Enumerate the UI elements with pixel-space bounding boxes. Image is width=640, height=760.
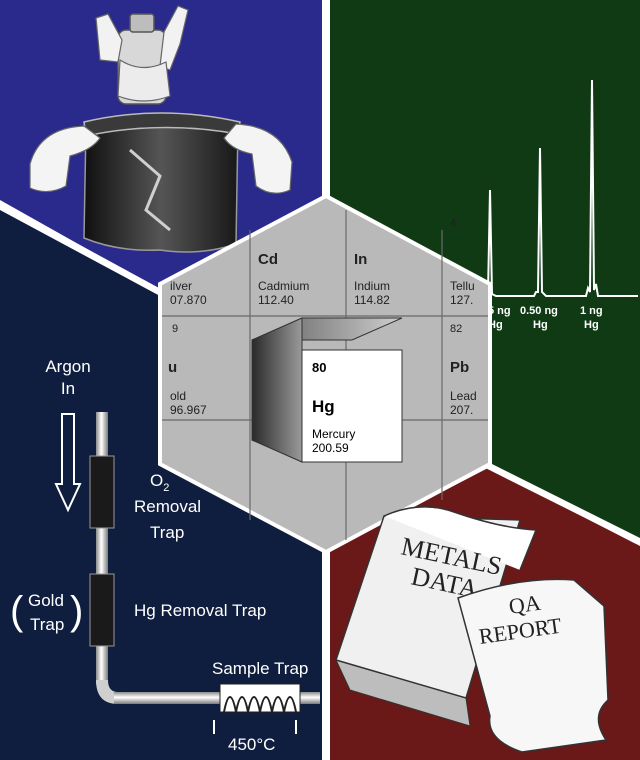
gold-paren-left: ( bbox=[10, 589, 24, 633]
metals-paper-curl bbox=[383, 506, 538, 571]
hg-removal-trap-label: Hg Removal Trap bbox=[134, 601, 266, 620]
left-hand bbox=[29, 125, 101, 193]
element-cell-partial-pb: 82 Pb Lead 207. bbox=[450, 323, 477, 417]
element-pb-name: Lead bbox=[450, 389, 477, 403]
separator-left bbox=[0, 202, 164, 296]
mercury-cube: 80 Hg Mercury 200.59 bbox=[251, 317, 403, 463]
periodic-table-hexagon: Cd Cadmium 112.40 In Indium 114.82 ilver… bbox=[158, 193, 492, 555]
chromatogram-trace bbox=[478, 79, 638, 297]
sample-trap-coil bbox=[219, 683, 301, 713]
gold-paren-right: ) bbox=[70, 589, 83, 633]
element-cd-symbol: Cd bbox=[258, 251, 278, 268]
element-pb-symbol: Pb bbox=[450, 359, 469, 376]
bag-body bbox=[83, 123, 239, 253]
bottom-left-panel-bg bbox=[0, 210, 322, 760]
o2-trap-label: Trap bbox=[150, 523, 184, 542]
hg-mass: 200.59 bbox=[312, 441, 349, 455]
element-cd-name: Cadmium bbox=[258, 279, 309, 293]
cube-front-face bbox=[301, 349, 403, 463]
trap-apparatus: Argon In O2 Removal Trap ( Gold Trap ) H… bbox=[10, 357, 320, 754]
element-au-name: old bbox=[170, 389, 186, 403]
element-cell-partial-te: 4 Tellu 127. bbox=[450, 217, 475, 307]
peak-label-2-element: Hg bbox=[533, 319, 548, 331]
element-cell-in: In Indium 114.82 bbox=[354, 251, 390, 307]
gold-label: Gold bbox=[28, 591, 64, 610]
element-au-symbol: u bbox=[168, 359, 177, 376]
element-ag-name: ilver bbox=[170, 279, 192, 293]
pipe-elbow bbox=[96, 680, 118, 704]
element-au-number: 9 bbox=[172, 323, 178, 335]
element-cell-cd: Cd Cadmium 112.40 bbox=[258, 251, 309, 307]
right-hand bbox=[223, 123, 293, 194]
temperature-bracket bbox=[213, 720, 297, 734]
element-in-symbol: In bbox=[354, 251, 367, 268]
top-hand bbox=[95, 13, 123, 63]
top-right-panel bbox=[330, 0, 640, 538]
bottle-cap bbox=[129, 13, 155, 33]
argon-in-label: In bbox=[61, 379, 75, 398]
hg-removal-trap-body bbox=[89, 573, 115, 647]
temperature-label: 450°C bbox=[228, 735, 275, 754]
peak-label-3-element: Hg bbox=[584, 319, 599, 331]
argon-arrow bbox=[54, 413, 82, 513]
element-au-mass: 96.967 bbox=[170, 403, 207, 417]
sample-bag-illustration bbox=[29, 5, 293, 253]
element-cell-partial-au: 9 u old 96.967 bbox=[168, 323, 207, 417]
peak-label-2: 0.50 ng Hg bbox=[520, 305, 558, 331]
qa-sheet bbox=[457, 578, 609, 753]
o2-removal-label: Removal bbox=[134, 497, 201, 516]
gold-trap-label: Trap bbox=[30, 615, 64, 634]
hg-atomic-number: 80 bbox=[312, 360, 326, 375]
qa-report-sheet: QA REPORT bbox=[457, 578, 609, 753]
o2-removal-trap-body bbox=[89, 455, 115, 529]
element-pb-mass: 207. bbox=[450, 403, 473, 417]
peak-label-3-amount: 1 ng bbox=[580, 305, 603, 317]
peak-label-1-amount: 5 ng bbox=[488, 305, 511, 317]
separator-right bbox=[486, 463, 640, 545]
qa-title: QA bbox=[507, 590, 542, 619]
element-te-number: 4 bbox=[450, 217, 456, 229]
element-in-mass: 114.82 bbox=[354, 293, 390, 307]
bag-highlight bbox=[129, 148, 171, 232]
bottom-left-panel bbox=[0, 210, 322, 760]
element-in-name: Indium bbox=[354, 279, 390, 293]
sample-trap-label: Sample Trap bbox=[212, 659, 308, 678]
element-ag-mass: 07.870 bbox=[170, 293, 207, 307]
top-right-panel-bg bbox=[330, 0, 640, 538]
element-te-name: Tellu bbox=[450, 279, 475, 293]
o2-label: O2 bbox=[150, 471, 169, 494]
element-cd-mass: 112.40 bbox=[258, 293, 294, 307]
argon-label: Argon bbox=[45, 357, 90, 376]
peak-label-2-amount: 0.50 ng bbox=[520, 305, 558, 317]
hg-symbol: Hg bbox=[312, 397, 335, 416]
cube-left-face bbox=[251, 317, 303, 463]
hg-name: Mercury bbox=[312, 427, 355, 441]
top-hand-palm bbox=[117, 58, 171, 102]
element-pb-number: 82 bbox=[450, 323, 462, 335]
report-papers: METALS DATA QA REPORT bbox=[335, 506, 609, 753]
element-cell-partial-ag: ilver 07.870 bbox=[170, 279, 207, 307]
element-te-mass: 127. bbox=[450, 293, 473, 307]
peak-label-3: 1 ng Hg bbox=[580, 305, 603, 331]
